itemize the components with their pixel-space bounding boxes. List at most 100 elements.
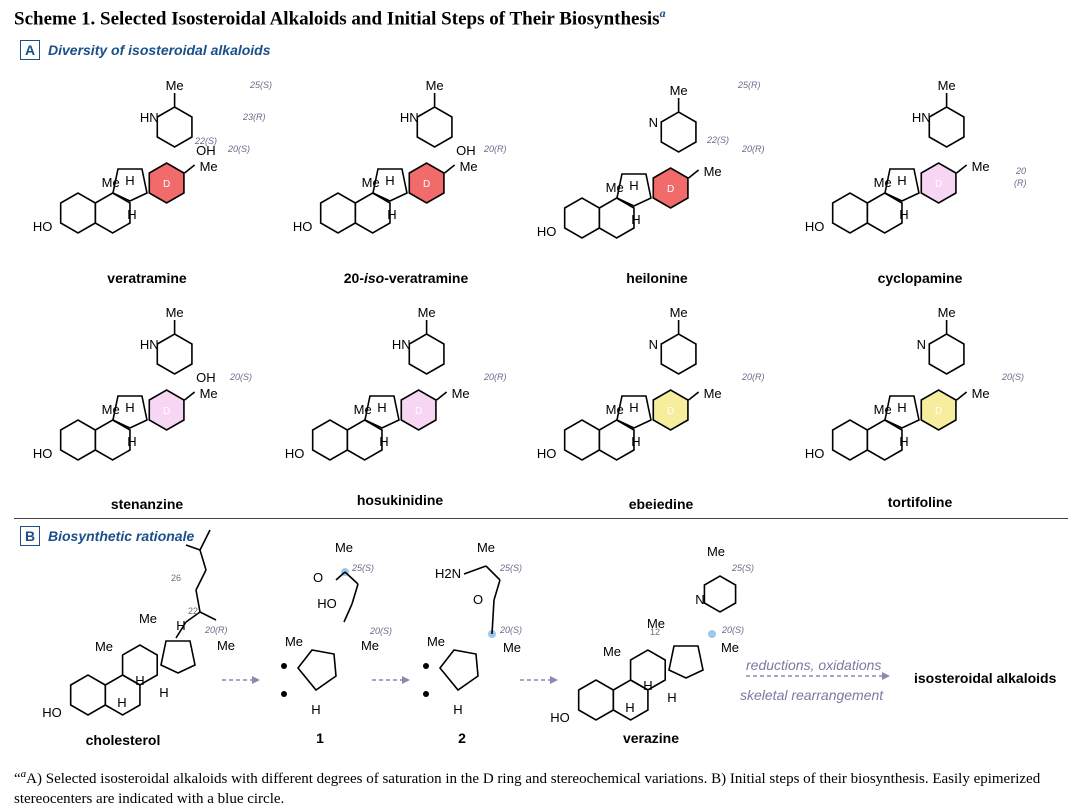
panel-b-label: B	[20, 526, 40, 546]
ring-d	[652, 389, 689, 431]
panel-b-title: Biosynthetic rationale	[48, 528, 195, 544]
carbon-number: 22	[188, 606, 198, 616]
ring-d	[668, 645, 704, 679]
ring-e	[156, 106, 193, 148]
stereo-descriptor: (R)	[1014, 178, 1027, 188]
methyl-label: Me	[354, 402, 372, 417]
ring-c	[364, 395, 400, 429]
hydrogen-label: H	[629, 400, 638, 415]
ring-b	[94, 192, 131, 234]
hydroxyl-label: HO	[293, 219, 313, 234]
methyl-label: Me	[972, 159, 990, 174]
bond-me	[436, 391, 448, 401]
hydrogen-label: H	[125, 400, 134, 415]
ring-c	[616, 395, 652, 429]
ring-a	[563, 419, 601, 461]
stereo-descriptor: 25(S)	[731, 563, 754, 573]
methyl-label: Me	[704, 164, 722, 179]
stereo-descriptor: 20(S)	[499, 625, 522, 635]
stereo-descriptor: 20(S)	[369, 626, 392, 636]
ring-e	[928, 106, 965, 148]
ring-d	[400, 389, 437, 431]
methyl-label: Me	[503, 640, 521, 655]
ring-d-label: D	[163, 179, 170, 190]
hydrogen-label: H	[127, 207, 136, 222]
ring-d	[920, 389, 957, 431]
hydrogen-label: H	[899, 434, 908, 449]
compound-label-1: 1	[316, 730, 324, 746]
attachment-dot	[281, 691, 287, 697]
ring-d	[148, 162, 185, 204]
carbon-number: 26	[171, 573, 181, 583]
ring-d-label: D	[423, 179, 430, 190]
methyl-label: Me	[938, 78, 956, 93]
side-chain	[493, 579, 501, 601]
ring-e	[660, 333, 697, 375]
methyl-label: Me	[139, 611, 157, 626]
methyl-label: Me	[426, 78, 444, 93]
hydroxyl-label: HO	[317, 596, 337, 611]
ring-b	[598, 197, 635, 239]
ring-a	[69, 674, 107, 716]
bond-me	[956, 391, 968, 401]
hydrogen-label: H	[625, 700, 634, 715]
stereo-descriptor: 20(R)	[483, 372, 507, 382]
stereo-descriptor: 20(S)	[721, 625, 744, 635]
attachment-dot	[423, 663, 429, 669]
hydroxyl-label: HO	[805, 219, 825, 234]
arrow-label-top: reductions, oxidations	[746, 657, 882, 673]
panel-a-label: A	[20, 40, 40, 60]
hydroxyl-label: HO	[550, 710, 570, 725]
ring-d	[148, 389, 185, 431]
compound-name-tortifoline: tortifoline	[887, 494, 953, 510]
hydroxyl-label: HO	[285, 446, 305, 461]
ring-b	[866, 419, 903, 461]
side-chain	[175, 621, 187, 639]
methyl-label: Me	[704, 386, 722, 401]
hydrogen-label: H	[176, 618, 185, 633]
bond-me	[688, 169, 700, 179]
scheme-title: Scheme 1. Selected Isosteroidal Alkaloid…	[14, 6, 666, 30]
nitrogen-label: N	[649, 115, 658, 130]
amine-label: H2N	[435, 566, 461, 581]
nitrogen-label: HN	[392, 337, 411, 352]
bond-me	[444, 164, 456, 174]
ring-b	[866, 192, 903, 234]
stereo-descriptor: 25(S)	[351, 563, 374, 573]
side-chain	[485, 565, 501, 581]
side-chain	[344, 571, 359, 585]
stereo-descriptor: 20	[1015, 166, 1026, 176]
hydrogen-label: H	[643, 678, 652, 693]
hydrogen-label: H	[125, 173, 134, 188]
stereo-descriptor: 23(R)	[242, 112, 266, 122]
hydrogen-label: H	[117, 695, 126, 710]
compound-name-heilonine: heilonine	[626, 270, 688, 286]
arrow-2-head	[402, 676, 410, 684]
hydroxyl-label: HO	[33, 219, 53, 234]
methyl-label: Me	[335, 540, 353, 555]
methyl-label: Me	[362, 175, 380, 190]
compound-label-2: 2	[458, 730, 466, 746]
hydrogen-label: H	[127, 434, 136, 449]
methyl-label: Me	[972, 386, 990, 401]
ring-c	[884, 395, 920, 429]
hydrogen-label: H	[899, 207, 908, 222]
ring-c	[884, 168, 920, 202]
methyl-label: Me	[102, 402, 120, 417]
ring-e	[408, 333, 445, 375]
methyl-label: Me	[200, 159, 218, 174]
ring-c	[372, 168, 408, 202]
attachment-dot	[423, 691, 429, 697]
compound-name-cholesterol: cholesterol	[85, 732, 161, 748]
scheme-caption: “aA) Selected isosteroidal alkaloids wit…	[14, 768, 1041, 807]
hydrogen-label: H	[311, 702, 320, 717]
stereo-descriptor: 25(S)	[499, 563, 522, 573]
ring-a	[831, 192, 869, 234]
arrow-label-bottom: skeletal rearrangement	[740, 687, 884, 703]
product-label: isosteroidal alkaloids	[914, 670, 1057, 686]
stereo-descriptor: 20(R)	[204, 625, 228, 635]
ring-c	[112, 168, 148, 202]
hydrogen-label: H	[385, 173, 394, 188]
hydroxyl-label: HO	[42, 705, 62, 720]
methyl-label: Me	[874, 402, 892, 417]
